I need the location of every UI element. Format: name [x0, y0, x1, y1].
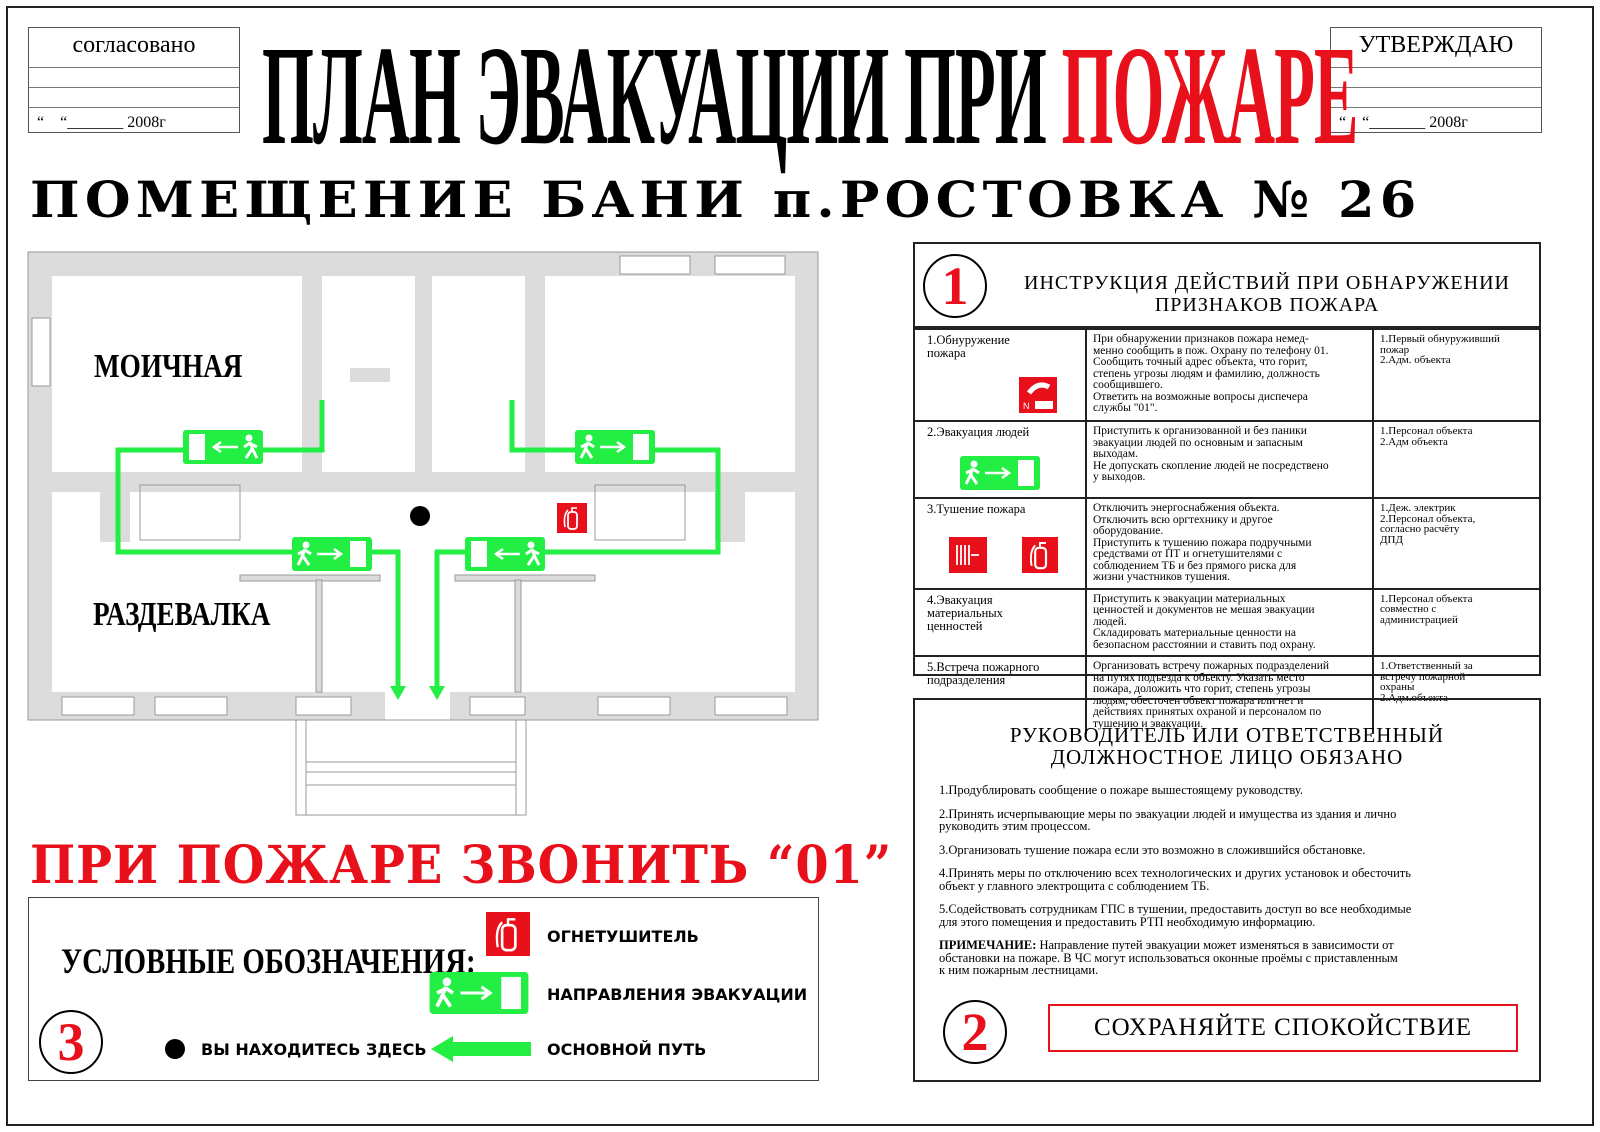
- note-label: ПРИМЕЧАНИЕ:: [939, 938, 1037, 952]
- emergency-call-text: ПРИ ПОЖАРЕ ЗВОНИТЬ “01”: [30, 835, 893, 896]
- porch-steps: [295, 719, 527, 816]
- table-row: 1.Обнуружение пожара N При обнаружении п…: [915, 328, 1539, 422]
- instructions-title: ИНСТРУКЦИЯ ДЕЙСТВИЙ ПРИ ОБНАРУЖЕНИИ ПРИЗ…: [1024, 272, 1510, 316]
- step-label: 5.Встреча пожарного подразделения: [915, 655, 1087, 734]
- legend-icons: [165, 912, 531, 1062]
- building-walls: [27, 251, 819, 721]
- duty-item: 1.Продублировать сообщение о пожаре выше…: [939, 783, 1304, 797]
- keep-calm-banner: СОХРАНЯЙТЕ СПОКОЙСТВИЕ: [1048, 1004, 1518, 1052]
- route-arrow-icon: [390, 686, 406, 700]
- room-label: МОИЧНАЯ: [94, 348, 243, 385]
- you-are-here-dot-icon: [165, 1039, 185, 1059]
- section-number: 3: [39, 1010, 103, 1074]
- responsible-text: 1.Первый обнуруживший пожар 2.Адм. объек…: [1372, 328, 1539, 422]
- fire-hose-icon: [949, 537, 987, 573]
- legend-label: ОСНОВНОЙ ПУТЬ: [547, 1040, 707, 1059]
- action-text: Приступить к эвакуации материальных ценн…: [1085, 587, 1374, 657]
- legend-label: НАПРАВЛЕНИЯ ЭВАКУАЦИИ: [547, 985, 808, 1004]
- legend-label: ВЫ НАХОДИТЕСЬ ЗДЕСЬ: [201, 1040, 427, 1059]
- table-row: 5.Встреча пожарного подразделения Органи…: [915, 655, 1539, 734]
- step-label: 1.Обнуружение пожара: [927, 333, 1010, 360]
- duty-item: 2.Принять исчерпывающие меры по эвакуаци…: [939, 806, 1397, 833]
- note: ПРИМЕЧАНИЕ: Направление путей эвакуации …: [939, 939, 1525, 977]
- exit-sign-icon: [292, 537, 372, 571]
- evacuation-routes: [115, 400, 721, 690]
- duty-item: 3.Организовать тушение пожара если это в…: [939, 842, 1366, 857]
- step-label: 2.Эвакуация людей: [927, 425, 1030, 439]
- exit-sign-icon: [465, 537, 545, 571]
- legend: УСЛОВНЫЕ ОБОЗНАЧЕНИЯ: 3 ОГНЕТУШИТЕЛЬ НАП…: [28, 897, 819, 1081]
- room-label: РАЗДЕВАЛКА: [93, 596, 271, 633]
- section-number: 1: [923, 254, 987, 318]
- duty-item: 4.Принять меры по отключению всех технол…: [939, 866, 1411, 893]
- instructions-panel: 1 ИНСТРУКЦИЯ ДЕЙСТВИЙ ПРИ ОБНАРУЖЕНИИ ПР…: [913, 242, 1541, 734]
- fire-extinguisher-icon: [486, 912, 530, 956]
- page-subtitle: ПОМЕЩЕНИЕ БАНИ п.РОСТОВКА № 26: [30, 170, 1422, 229]
- duties-title: РУКОВОДИТЕЛЬ ИЛИ ОТВЕТСТВЕННЫЙ ДОЛЖНОСТН…: [1009, 723, 1445, 769]
- floor-plan: [27, 251, 819, 816]
- poster-frame: [6, 6, 1594, 1126]
- section-number: 2: [943, 1000, 1007, 1064]
- approval-stamp-right: УТВЕРЖДАЮ “ “_______ 2008г: [1330, 27, 1542, 133]
- title-red: ПОЖАРЕ: [1061, 16, 1359, 174]
- stamp-label: УТВЕРЖДАЮ: [1331, 28, 1541, 68]
- duties-panel: РУКОВОДИТЕЛЬ ИЛИ ОТВЕТСТВЕННЫЙ ДОЛЖНОСТН…: [913, 698, 1541, 1082]
- you-are-here-dot-icon: [410, 506, 430, 526]
- legend-label: ОГНЕТУШИТЕЛЬ: [547, 927, 699, 946]
- responsible-text: 1.Персонал объекта совместно с администр…: [1372, 587, 1539, 657]
- title-black: ПЛАН ЭВАКУАЦИИ ПРИ: [262, 16, 1062, 174]
- action-text: Организовать встречу пожарных подразделе…: [1085, 655, 1374, 734]
- approval-stamp-left: согласовано “ “_______ 2008г: [28, 27, 240, 133]
- stamp-date: “ “_______ 2008г: [37, 114, 166, 131]
- action-text: При обнаружении признаков пожара немед- …: [1085, 328, 1374, 422]
- responsible-text: 1.Деж. электрик 2.Персонал объекта, согл…: [1372, 497, 1539, 590]
- fire-equipment-icons: [949, 537, 1059, 573]
- stamp-label: согласовано: [29, 28, 239, 68]
- exit-sign-icon: [429, 972, 529, 1014]
- exit-sign-icon: [575, 430, 655, 464]
- legend-title: УСЛОВНЫЕ ОБОЗНАЧЕНИЯ:: [61, 941, 476, 981]
- exit-sign-icon: [941, 456, 1059, 490]
- step-label: 4.Эвакуация материальных ценностей: [915, 587, 1087, 657]
- action-text: Отключить энергоснабжения объекта. Отклю…: [1085, 497, 1374, 590]
- page-title: ПЛАН ЭВАКУАЦИИ ПРИ ПОЖАРЕ: [262, 20, 1358, 170]
- green-arrow-icon: [431, 1036, 531, 1062]
- svg-text:N: N: [1023, 401, 1030, 411]
- table-row: 4.Эвакуация материальных ценностей Прист…: [915, 587, 1539, 657]
- responsible-text: 1.Персонал объекта 2.Адм объекта: [1372, 420, 1539, 499]
- table-row: 3.Тушение пожара Отключить энергоснабжен…: [915, 497, 1539, 590]
- fire-extinguisher-icon: [1021, 537, 1059, 573]
- duty-item: 5.Содействовать сотрудникам ГПС в тушени…: [939, 902, 1412, 929]
- route-arrow-icon: [429, 686, 445, 700]
- instructions-table: 1.Обнуружение пожара N При обнаружении п…: [915, 328, 1539, 734]
- stamp-date: “ “_______ 2008г: [1339, 114, 1468, 131]
- fire-phone-icon: N: [1019, 377, 1057, 413]
- step-label: 3.Тушение пожара: [927, 502, 1026, 516]
- action-text: Приступить к организованной и без паники…: [1085, 420, 1374, 499]
- table-row: 2.Эвакуация людей Приступить к организов…: [915, 420, 1539, 499]
- responsible-text: 1.Ответственный за встречу пожарной охра…: [1372, 655, 1539, 734]
- note-text: Направление путей эвакуации может изменя…: [939, 938, 1398, 977]
- fire-extinguisher-icon: [557, 503, 587, 533]
- duties-list: 1.Продублировать сообщение о пожаре выше…: [939, 784, 1525, 988]
- exit-sign-icon: [183, 430, 263, 464]
